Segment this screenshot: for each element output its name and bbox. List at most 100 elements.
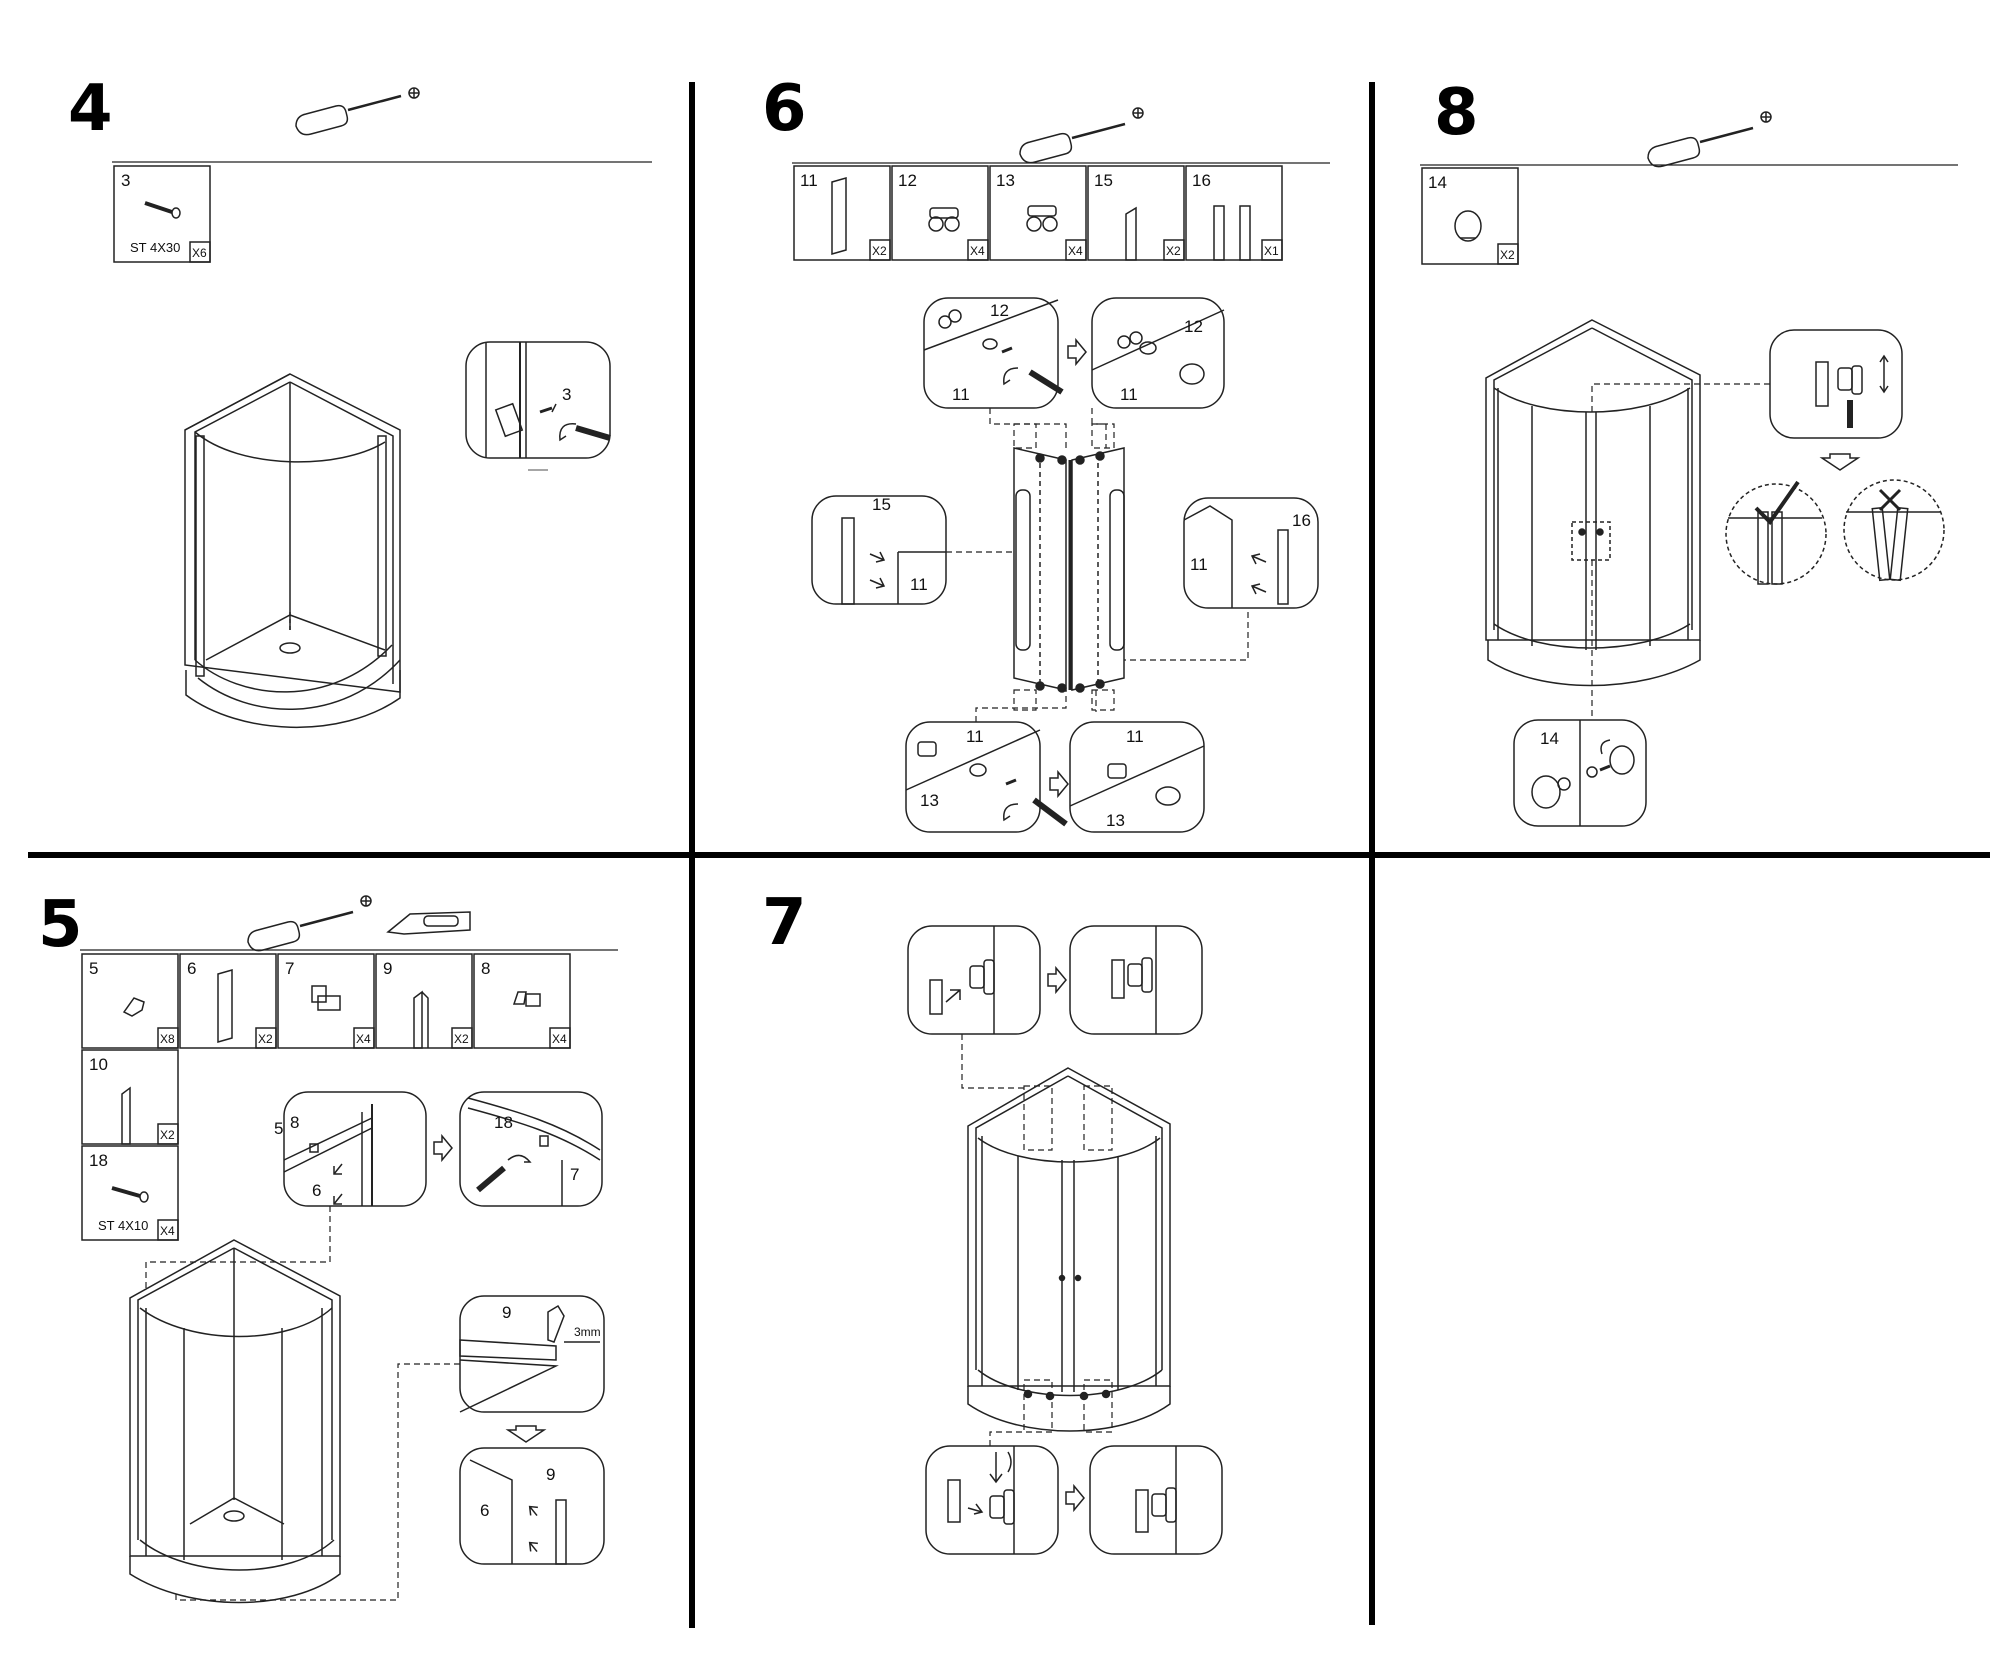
- step-number: 6: [762, 72, 807, 146]
- part-id: 12: [898, 171, 917, 190]
- part-box-6: 6 X2: [179, 953, 277, 1049]
- part-qty: X4: [160, 1224, 175, 1238]
- checkmark-icon: [1754, 480, 1800, 526]
- callout-label: 6: [480, 1501, 489, 1520]
- part-qty: X2: [454, 1032, 469, 1046]
- part-id: 7: [285, 959, 294, 978]
- callout-label: 11: [1120, 385, 1138, 404]
- part-id: 11: [800, 171, 818, 190]
- part-qty: X2: [258, 1032, 273, 1046]
- shower-enclosure-drawing: [184, 373, 401, 728]
- part-spec: ST 4X10: [98, 1218, 148, 1233]
- part-id: 6: [187, 959, 196, 978]
- callout-label: 11: [966, 727, 984, 746]
- part-box-12: 12 X4: [891, 165, 989, 261]
- arrow-right-icon: [433, 1133, 453, 1163]
- arrow-right-icon: [1047, 965, 1067, 995]
- door-panels-drawing: [1013, 447, 1125, 693]
- detail-callout: 14: [1513, 719, 1647, 827]
- part-qty: X2: [872, 244, 887, 258]
- part-box-13: 13 X4: [989, 165, 1087, 261]
- detail-callout-incorrect: [1843, 479, 1945, 582]
- shower-enclosure-drawing: [1485, 319, 1701, 687]
- screwdriver-icon: [295, 87, 420, 136]
- part-qty: X6: [192, 246, 207, 260]
- part-id: 16: [1192, 171, 1211, 190]
- detail-callout: 6 9: [459, 1447, 605, 1565]
- step-5: 5 5 X8 6 X2 7: [38, 888, 618, 1604]
- callout-label: 9: [546, 1465, 555, 1484]
- callout-label: 16: [1292, 511, 1311, 530]
- part-qty: X4: [356, 1032, 371, 1046]
- detail-callout-correct: [1725, 480, 1827, 585]
- part-qty: X8: [160, 1032, 175, 1046]
- callout-label: 9: [502, 1303, 511, 1322]
- detail-callout: 3: [465, 341, 611, 471]
- step-8: 8 14 X2: [1420, 76, 1958, 827]
- callout-label: 11: [1190, 555, 1208, 574]
- screwdriver-icon: [247, 895, 372, 952]
- part-box-8: 8 X4: [473, 953, 571, 1049]
- detail-callout: [925, 1445, 1059, 1555]
- part-id: 14: [1428, 173, 1447, 192]
- detail-callout: 15 11: [811, 495, 947, 605]
- callout-label: 3mm: [574, 1325, 601, 1339]
- part-box-9: 9 X2: [375, 953, 473, 1049]
- callout-label: 13: [920, 791, 939, 810]
- screwdriver-icon: [1647, 111, 1772, 168]
- leader-lines: [1591, 383, 1770, 720]
- step-7: 7: [762, 886, 1223, 1555]
- part-box-3: 3 ST 4X30 X6: [113, 165, 211, 263]
- detail-callout: 9 3mm: [459, 1295, 605, 1413]
- callout-label: 11: [910, 575, 928, 594]
- detail-callout: 18 7: [459, 1091, 603, 1207]
- detail-callout: [1069, 925, 1203, 1035]
- callout-label: 8: [290, 1113, 299, 1132]
- part-box-14: 14 X2: [1421, 167, 1519, 265]
- detail-callout: [1089, 1445, 1223, 1555]
- step-number: 5: [38, 888, 83, 962]
- part-box-18: 18 ST 4X10 X4: [81, 1145, 179, 1241]
- detail-callout: [907, 925, 1041, 1035]
- detail-callout: 12 11: [1091, 297, 1225, 409]
- step-number: 4: [68, 72, 113, 146]
- grid-dividers: [28, 82, 1990, 1628]
- leader-lines: [145, 1206, 460, 1601]
- part-qty: X4: [1068, 244, 1083, 258]
- callout-label: 5: [274, 1119, 283, 1138]
- screw-icon: [144, 201, 181, 219]
- arrow-down-icon: [505, 1425, 547, 1443]
- part-id: 9: [383, 959, 392, 978]
- leader-lines: [946, 408, 1249, 722]
- arrow-right-icon: [1067, 337, 1087, 367]
- part-qty: X4: [970, 244, 985, 258]
- step-number: 7: [762, 886, 807, 960]
- callout-label: 12: [1184, 317, 1203, 336]
- detail-callout: [1769, 329, 1903, 439]
- utility-knife-icon: [386, 911, 471, 935]
- callout-label: 18: [494, 1113, 513, 1132]
- callout-label: 6: [312, 1181, 321, 1200]
- callout-label: 13: [1106, 811, 1125, 830]
- part-qty: X2: [1500, 248, 1515, 262]
- detail-callout: 5 8 6: [274, 1091, 427, 1207]
- step-6: 6 11 X2 12 X4 13 X4: [762, 72, 1330, 833]
- step-4: 4 3 ST 4X30 X6: [68, 72, 652, 728]
- part-id: 18: [89, 1151, 108, 1170]
- shower-enclosure-drawing: [129, 1239, 341, 1604]
- part-id: 10: [89, 1055, 108, 1074]
- detail-callout: 11 13: [905, 721, 1068, 833]
- part-qty: X2: [160, 1128, 175, 1142]
- part-box-7: 7 X4: [277, 953, 375, 1049]
- part-box-10: 10 X2: [81, 1049, 179, 1145]
- part-qty: X1: [1264, 244, 1279, 258]
- leader-lines: [961, 1034, 1113, 1446]
- shower-enclosure-drawing: [967, 1067, 1171, 1432]
- step-number: 8: [1434, 76, 1479, 150]
- part-id: 5: [89, 959, 98, 978]
- part-qty: X4: [552, 1032, 567, 1046]
- part-qty: X2: [1166, 244, 1181, 258]
- part-id: 15: [1094, 171, 1113, 190]
- callout-label: 7: [570, 1165, 579, 1184]
